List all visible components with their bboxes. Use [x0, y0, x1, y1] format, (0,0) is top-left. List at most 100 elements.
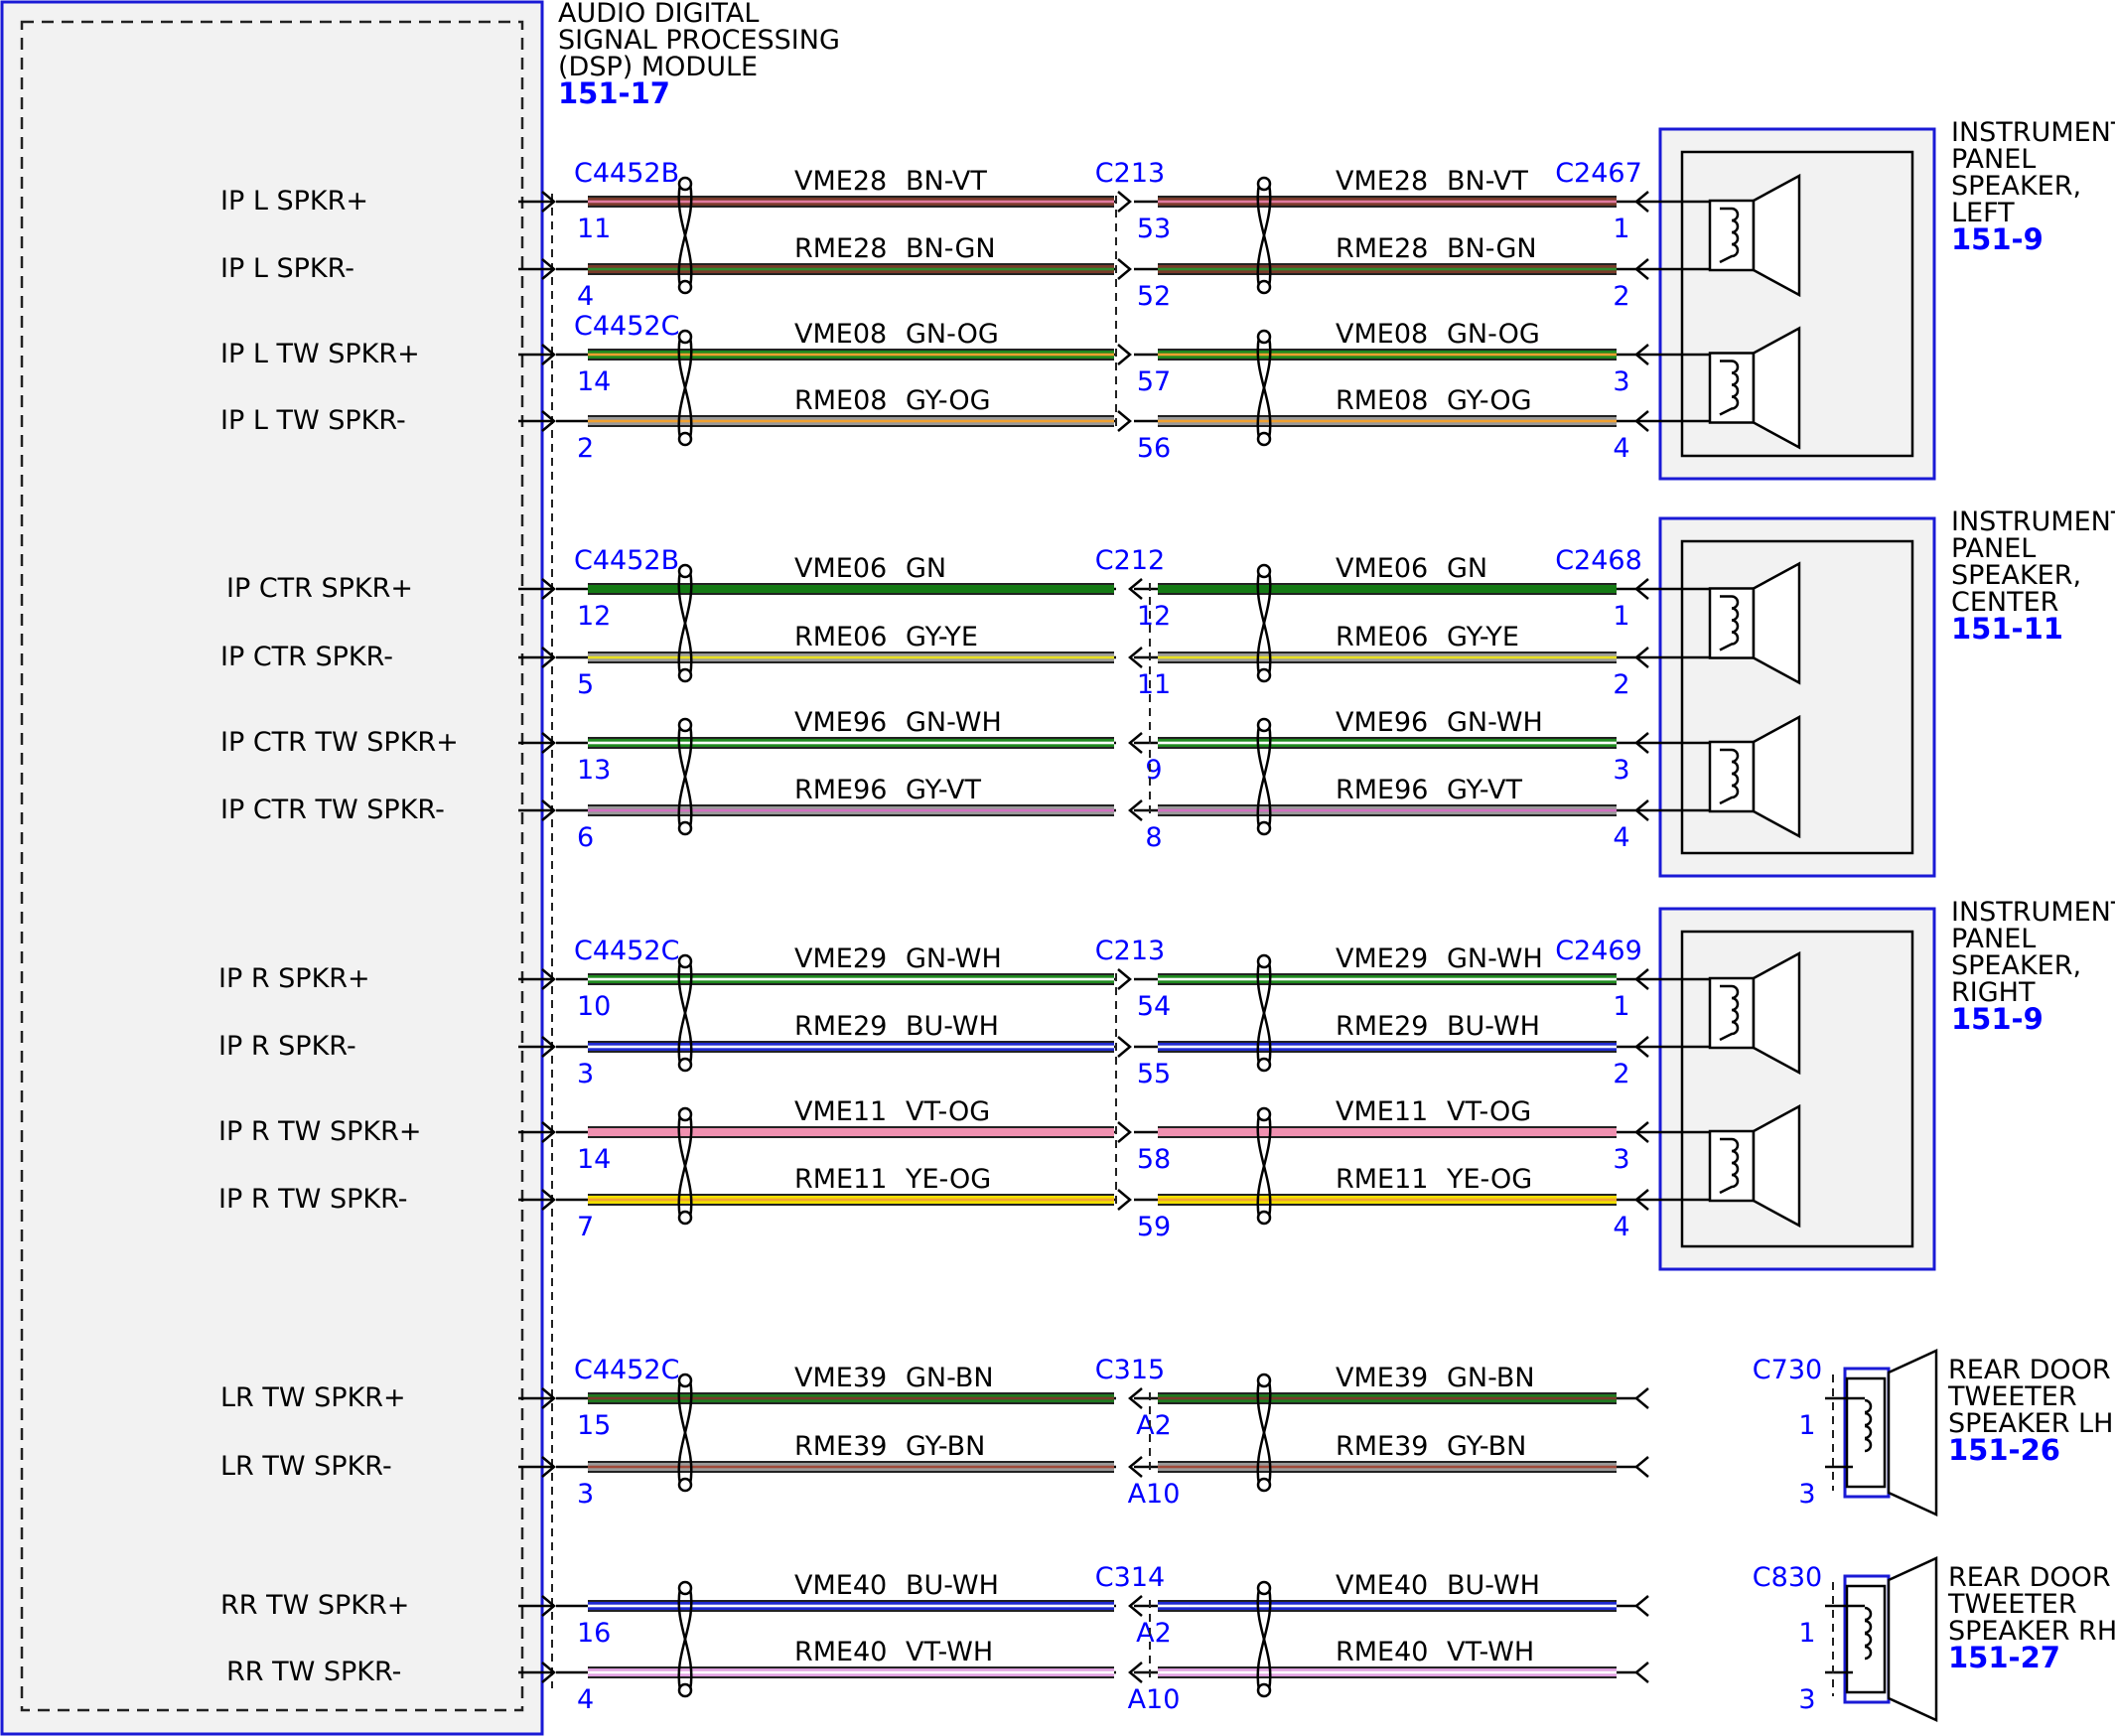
right-connector-id: C830: [1753, 1562, 1822, 1593]
twisted-pair-marker: [1256, 329, 1272, 447]
right-connector-arrow: [1634, 1456, 1649, 1478]
right-connector-arrow: [1634, 258, 1649, 280]
mid-pin-number: A2: [1136, 1618, 1172, 1649]
wire-segment-1: [588, 196, 1114, 208]
left-pin-number: 3: [577, 1059, 594, 1089]
mid-connector-arrow: [1117, 258, 1132, 280]
mid-pin-number: 57: [1137, 366, 1171, 397]
mid-connector-arrow: [1117, 1036, 1132, 1058]
circuit-number: VME06: [1336, 553, 1428, 584]
wire-segment-2: [1158, 196, 1617, 208]
speaker-label-line: RIGHT: [1951, 977, 2036, 1008]
right-pin-number: 1: [1798, 1410, 1815, 1441]
circuit-number: VME08: [1336, 319, 1428, 350]
mid-connector-id: C314: [1095, 1562, 1165, 1593]
color-code: BN-GN: [906, 233, 996, 264]
left-connector-arrow: [541, 191, 556, 213]
right-connector-arrow: [1634, 1189, 1649, 1211]
circuit-number: VME08: [794, 319, 887, 350]
circuit-number: RME11: [1336, 1164, 1428, 1195]
wire-segment-2: [1158, 804, 1617, 816]
left-connector-id: C4452B: [574, 158, 679, 189]
mid-connector-arrow: [1117, 1121, 1132, 1143]
mid-connector-arrow: [1128, 1456, 1143, 1478]
speaker-ref: 151-26: [1948, 1433, 2060, 1467]
twisted-pair-marker: [1256, 953, 1272, 1073]
signal-label: IP CTR TW SPKR+: [220, 727, 459, 758]
circuit-number: RME08: [1336, 385, 1428, 416]
right-connector-arrow: [1634, 578, 1649, 600]
circuit-number: VME40: [1336, 1570, 1428, 1601]
speaker-label-line: INSTRUMENT: [1951, 506, 2115, 537]
right-pin-number: 4: [1613, 433, 1629, 464]
color-code: GY-YE: [906, 622, 978, 652]
mid-connector-arrow: [1117, 1189, 1132, 1211]
signal-label: IP R TW SPKR-: [218, 1184, 407, 1215]
color-code: GY-OG: [1447, 385, 1532, 416]
mid-pin-number: 11: [1137, 669, 1171, 700]
left-pin-number: 13: [577, 755, 611, 786]
twisted-pair-marker: [677, 1106, 693, 1226]
right-connector-id: C2469: [1555, 936, 1642, 966]
circuit-number: RME96: [794, 775, 887, 805]
circuit-number: RME28: [1336, 233, 1428, 264]
right-pin-number: 1: [1613, 601, 1629, 632]
left-pin-number: 14: [577, 366, 611, 397]
right-connector-arrow: [1634, 1121, 1649, 1143]
dsp-module-box: [0, 0, 544, 1736]
right-pin-number: 2: [1613, 1059, 1629, 1089]
right-pin-number: 2: [1613, 281, 1629, 312]
signal-label: RR TW SPKR+: [220, 1590, 409, 1621]
dsp-module-inner-box: [20, 20, 524, 1712]
mid-connector-arrow: [1128, 578, 1143, 600]
right-connector-arrow: [1634, 191, 1649, 213]
left-connector-id: C4452C: [574, 1355, 679, 1385]
mid-pin-number: 52: [1137, 281, 1171, 312]
mid-connector-arrow: [1128, 799, 1143, 821]
mid-connector-id: C213: [1095, 936, 1165, 966]
circuit-number: VME06: [794, 553, 887, 584]
wire-segment-1: [588, 1461, 1114, 1473]
right-pin-number: 3: [1613, 1144, 1629, 1175]
circuit-number: RME96: [1336, 775, 1428, 805]
module-title-line-2: SIGNAL PROCESSING: [558, 25, 840, 56]
circuit-number: RME29: [1336, 1011, 1428, 1042]
color-code: GY-VT: [1447, 775, 1522, 805]
left-connector-arrow: [541, 1595, 556, 1617]
mid-connector-id: C212: [1095, 545, 1165, 576]
twisted-pair-marker: [677, 717, 693, 836]
left-connector-arrow: [541, 258, 556, 280]
circuit-number: RME06: [1336, 622, 1428, 652]
wire-segment-1: [588, 415, 1114, 427]
color-code: BN-VT: [906, 166, 987, 197]
wire-segment-2: [1158, 1666, 1617, 1678]
circuit-number: RME39: [794, 1431, 887, 1462]
mid-pin-number: 58: [1137, 1144, 1171, 1175]
twisted-pair-marker: [1256, 176, 1272, 295]
color-code: BN-VT: [1447, 166, 1528, 197]
right-connector-arrow: [1634, 410, 1649, 432]
color-code: BU-WH: [1447, 1011, 1540, 1042]
wire-segment-2: [1158, 583, 1617, 595]
left-connector-arrow: [541, 1387, 556, 1409]
speaker-icon: [1708, 950, 1801, 1076]
speaker-label-line: REAR DOOR: [1948, 1355, 2111, 1385]
speaker-label-line: CENTER: [1951, 587, 2058, 618]
color-code: GN: [1447, 553, 1487, 584]
circuit-number: VME96: [1336, 707, 1428, 738]
color-code: GN: [906, 553, 946, 584]
wire-segment-1: [588, 804, 1114, 816]
left-connector-id: C4452C: [574, 311, 679, 342]
